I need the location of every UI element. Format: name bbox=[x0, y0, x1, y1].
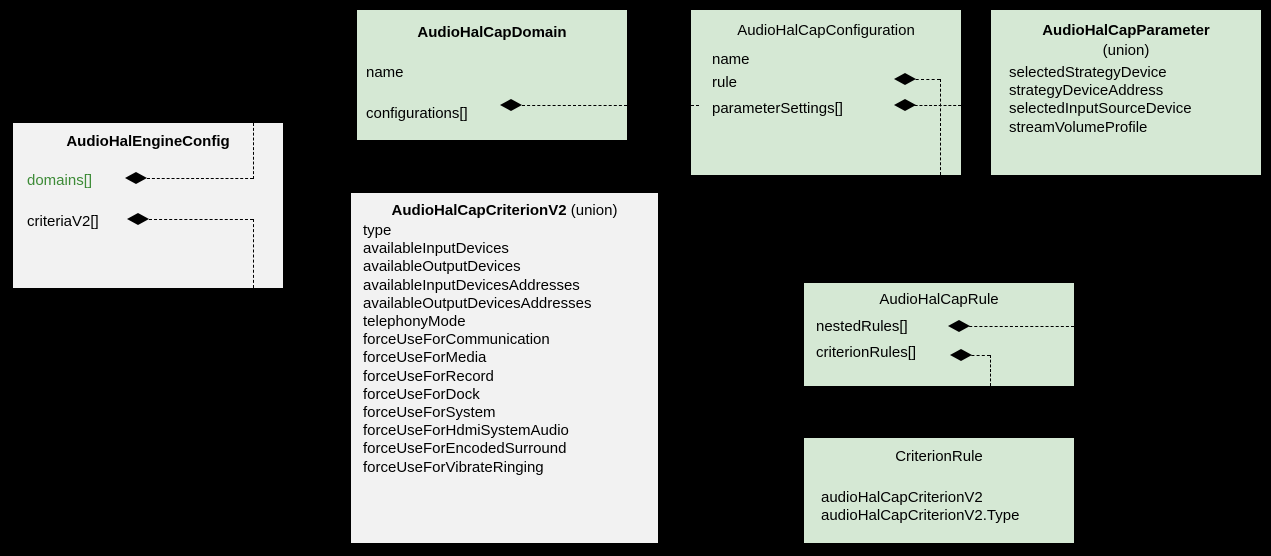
attr-config-rule: rule bbox=[712, 74, 738, 91]
attr-forceuseforhdmisystemaudio: forceUseForHdmiSystemAudio bbox=[363, 422, 569, 440]
class-box-audiohalcaprule[interactable]: AudioHalCapRule nestedRules[] criterionR… bbox=[804, 283, 1074, 386]
attr-audiohalcapcriterionv2-type: audioHalCapCriterionV2.Type bbox=[821, 507, 1020, 525]
connector-rule-vertical bbox=[940, 79, 941, 175]
class-box-criterionrule[interactable]: CriterionRule audioHalCapCriterionV2 aud… bbox=[804, 438, 1074, 543]
connector-rule-horizontal bbox=[905, 79, 940, 80]
attr-availableinputdevicesaddresses: availableInputDevicesAddresses bbox=[363, 276, 580, 294]
connector-criteriav2-vertical bbox=[253, 219, 254, 288]
connector-parametersettings-horizontal bbox=[905, 105, 961, 106]
attr-nestedrules: nestedRules[] bbox=[816, 318, 908, 335]
connector-criterionrules-horizontal bbox=[961, 355, 990, 356]
attr-domain-name: name bbox=[366, 64, 404, 81]
attr-criterionrules: criterionRules[] bbox=[816, 344, 917, 361]
attr-forceusefordock: forceUseForDock bbox=[363, 385, 480, 403]
attr-availableoutputdevices: availableOutputDevices bbox=[363, 258, 521, 276]
class-title-text: AudioHalCapCriterionV2 bbox=[391, 202, 567, 219]
class-title-audiohalcaprule: AudioHalCapRule bbox=[879, 291, 999, 308]
attr-strategydeviceaddress: strategyDeviceAddress bbox=[1009, 82, 1164, 100]
class-subtitle-audiohalcapparameter: (union) bbox=[1102, 42, 1150, 59]
attr-availableinputdevices: availableInputDevices bbox=[363, 240, 509, 258]
class-box-audiohalcapconfiguration[interactable]: AudioHalCapConfiguration name rule param… bbox=[691, 10, 961, 175]
connector-criterionrules-vertical bbox=[990, 355, 991, 386]
attr-list-audiohalcapcriterionv2: type availableInputDevices availableOutp… bbox=[363, 222, 591, 477]
class-box-audiohalcapdomain[interactable]: AudioHalCapDomain name configurations[] bbox=[357, 10, 627, 140]
class-title-audiohalcapcriterionv2: AudioHalCapCriterionV2 (union) bbox=[352, 202, 657, 219]
attr-telephonymode: telephonyMode bbox=[363, 313, 466, 331]
attr-forceuseforcommunication: forceUseForCommunication bbox=[363, 331, 550, 349]
class-title-audiohalcapparameter: AudioHalCapParameter bbox=[1042, 22, 1210, 39]
attr-availableoutputdevicesaddresses: availableOutputDevicesAddresses bbox=[363, 294, 592, 312]
class-title-audiohalengineconfig: AudioHalEngineConfig bbox=[66, 133, 230, 150]
attr-domain-configurations: configurations[] bbox=[366, 105, 468, 122]
attr-selectedinputsourcedevice: selectedInputSourceDevice bbox=[1009, 100, 1192, 118]
attr-forceuseforvibrateringing: forceUseForVibrateRinging bbox=[363, 458, 544, 476]
attr-forceuseforencodedsurround: forceUseForEncodedSurround bbox=[363, 440, 567, 458]
connector-configurations-horizontal bbox=[522, 105, 627, 106]
class-title-audiohalcapdomain: AudioHalCapDomain bbox=[417, 24, 567, 41]
class-title-audiohalcapconfiguration: AudioHalCapConfiguration bbox=[737, 22, 915, 39]
attr-streamvolumeprofile: streamVolumeProfile bbox=[1009, 118, 1148, 136]
connector-domains-horizontal bbox=[147, 178, 253, 179]
attr-selectedstrategydevice: selectedStrategyDevice bbox=[1009, 64, 1167, 81]
class-box-audiohalcapparameter[interactable]: AudioHalCapParameter (union) selectedStr… bbox=[991, 10, 1261, 175]
connector-domains-vertical bbox=[253, 123, 254, 179]
attr-audiohalcapcriterionv2: audioHalCapCriterionV2 bbox=[821, 489, 983, 506]
attr-criteriav2: criteriaV2[] bbox=[27, 213, 99, 230]
class-box-audiohalcapcriterionv2[interactable]: AudioHalCapCriterionV2 (union) type avai… bbox=[351, 193, 658, 543]
class-title-criterionrule: CriterionRule bbox=[895, 448, 983, 465]
attr-list-criterionrule: audioHalCapCriterionV2 audioHalCapCriter… bbox=[821, 489, 1019, 525]
attr-forceuseformedia: forceUseForMedia bbox=[363, 349, 487, 367]
attr-config-parametersettings: parameterSettings[] bbox=[712, 100, 843, 117]
class-title-union-suffix: (union) bbox=[566, 202, 618, 219]
attr-domains: domains[] bbox=[27, 172, 93, 189]
attr-forceuseforrecord: forceUseForRecord bbox=[363, 367, 494, 385]
connector-criteriav2-horizontal bbox=[149, 219, 253, 220]
attr-list-audiohalcapparameter: selectedStrategyDevice strategyDeviceAdd… bbox=[1009, 64, 1192, 137]
connector-stub-left-configuration bbox=[691, 105, 699, 106]
attr-forceuseforsystem: forceUseForSystem bbox=[363, 404, 496, 422]
attr-config-name: name bbox=[712, 51, 750, 68]
connector-nestedrules-horizontal bbox=[959, 326, 1074, 327]
class-box-audiohalengineconfig[interactable]: AudioHalEngineConfig domains[] criteriaV… bbox=[13, 123, 283, 288]
attr-type: type bbox=[363, 222, 392, 239]
